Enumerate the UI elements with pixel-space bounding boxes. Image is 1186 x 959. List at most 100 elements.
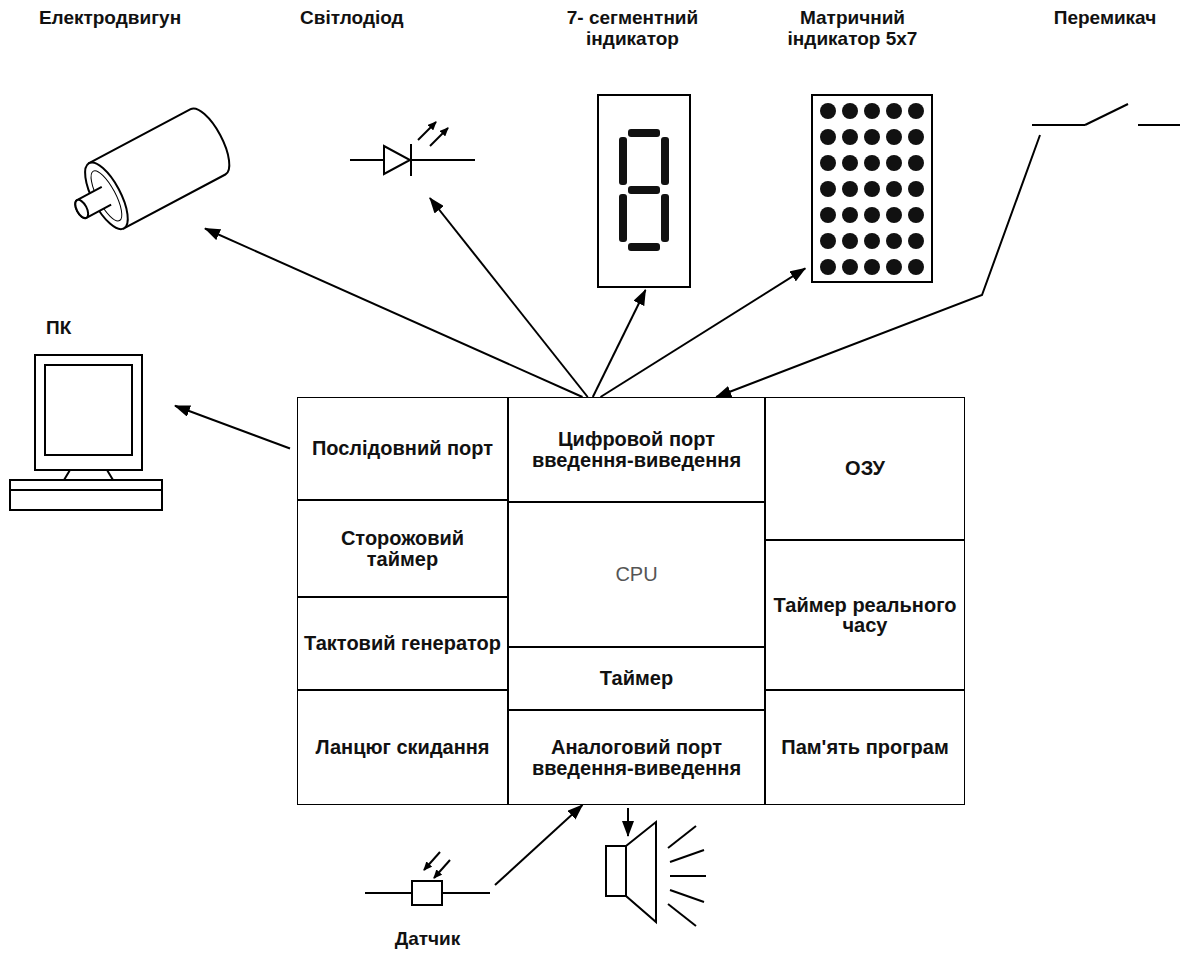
matrix-dot <box>820 181 836 197</box>
matrix-dot <box>842 155 858 171</box>
matrix-dots <box>820 103 924 275</box>
signal-arrow <box>430 198 588 397</box>
switch-blade <box>1085 104 1128 125</box>
switch-symbol <box>1032 104 1180 125</box>
block-label: Послідовний порт <box>312 438 493 458</box>
matrix-dot <box>864 233 880 249</box>
block-label: Таймер <box>600 668 673 688</box>
matrix-dot <box>908 103 924 119</box>
segment <box>628 243 660 251</box>
matrix-display <box>812 95 932 282</box>
device-node: Матричний індикатор 5x7 <box>765 8 940 288</box>
block-cell: Послідовний порт <box>297 397 508 500</box>
segment <box>628 186 660 194</box>
led-triangle <box>384 146 410 174</box>
matrix-dot <box>886 155 902 171</box>
block-cell: Цифровой порт введення-виведення <box>508 397 765 502</box>
matrix-dot <box>864 103 880 119</box>
led-symbol <box>350 122 475 176</box>
block-label: Цифровой порт введення-виведення <box>515 429 758 470</box>
matrix-dot <box>864 207 880 223</box>
sound-wave <box>670 850 704 862</box>
segment <box>628 129 660 137</box>
signal-arrow <box>175 406 290 449</box>
sensor-ray <box>424 852 440 870</box>
signal-arrow <box>601 268 806 397</box>
sound-wave <box>670 875 706 877</box>
block-label: Ланцюг скидання <box>315 737 489 757</box>
matrix-dot <box>908 207 924 223</box>
matrix-frame <box>812 95 932 282</box>
device-label: Світлодіод <box>298 8 480 29</box>
block-cell: Таймер реального часу <box>765 540 965 690</box>
matrix-dot <box>908 181 924 197</box>
device-label: Датчик <box>360 929 495 950</box>
speaker-symbol <box>606 808 706 926</box>
matrix-dot <box>886 207 902 223</box>
segment <box>661 194 669 242</box>
matrix-dot <box>908 259 924 275</box>
display-frame <box>598 95 690 287</box>
device-node: Електродвигун <box>10 8 210 233</box>
monitor <box>35 355 142 470</box>
block-label: Сторожовий таймер <box>304 528 501 569</box>
matrix-dot <box>908 233 924 249</box>
base <box>10 480 162 510</box>
matrix-dot <box>842 233 858 249</box>
matrix-dot <box>886 259 902 275</box>
matrix-dot <box>908 129 924 145</box>
pc-icon <box>10 355 162 510</box>
matrix-dot <box>864 259 880 275</box>
block-label: Аналоговий порт введення-виведення <box>515 737 758 778</box>
device-node: Світлодіод <box>298 8 480 198</box>
segments <box>619 129 669 251</box>
monitor-stand <box>64 470 113 480</box>
matrix-dot <box>908 155 924 171</box>
segment <box>619 194 627 242</box>
screen <box>45 365 132 455</box>
sensor-symbol <box>365 852 490 905</box>
device-node: ПК <box>10 318 175 513</box>
sound-wave <box>668 826 696 848</box>
matrix-dot <box>820 155 836 171</box>
led-bar <box>410 144 412 176</box>
sensor-body <box>412 881 442 905</box>
motor-shaft <box>73 187 112 220</box>
device-label: 7- сегментний індикатор <box>540 8 725 50</box>
led-lead <box>350 159 475 161</box>
speaker-cone <box>626 822 656 922</box>
segment <box>619 137 627 185</box>
matrix-dot <box>820 259 836 275</box>
base-line <box>10 489 162 491</box>
block-cell: ОЗУ <box>765 397 965 540</box>
block-cell: CPU <box>508 502 765 647</box>
matrix-dot <box>842 181 858 197</box>
sound-wave <box>670 890 704 902</box>
matrix-dot <box>886 233 902 249</box>
matrix-dot <box>886 103 902 119</box>
speaker-magnet <box>606 846 626 896</box>
segment <box>661 137 669 185</box>
switch-lead <box>1032 124 1085 126</box>
matrix-dot <box>842 207 858 223</box>
device-label: Матричний індикатор 5x7 <box>765 8 940 50</box>
speaker-arrow <box>627 808 629 836</box>
matrix-dot <box>820 103 836 119</box>
signal-arrow <box>716 135 1040 397</box>
device-node: Перемикач <box>1030 8 1180 138</box>
seven-segment-display <box>598 95 690 287</box>
device-label: ПК <box>10 318 175 339</box>
block-cell: Аналоговий порт введення-виведення <box>508 710 765 805</box>
block-cell: Таймер <box>508 647 765 710</box>
block-cell: Пам'ять програм <box>765 690 965 805</box>
matrix-dot <box>842 259 858 275</box>
block-label: ОЗУ <box>845 458 885 478</box>
device-node: Датчик <box>360 850 495 950</box>
sensor-ray <box>434 860 450 878</box>
matrix-dot <box>864 181 880 197</box>
device-label: Перемикач <box>1030 8 1180 29</box>
matrix-dot <box>820 207 836 223</box>
matrix-dot <box>842 129 858 145</box>
motor-symbol <box>60 103 238 244</box>
